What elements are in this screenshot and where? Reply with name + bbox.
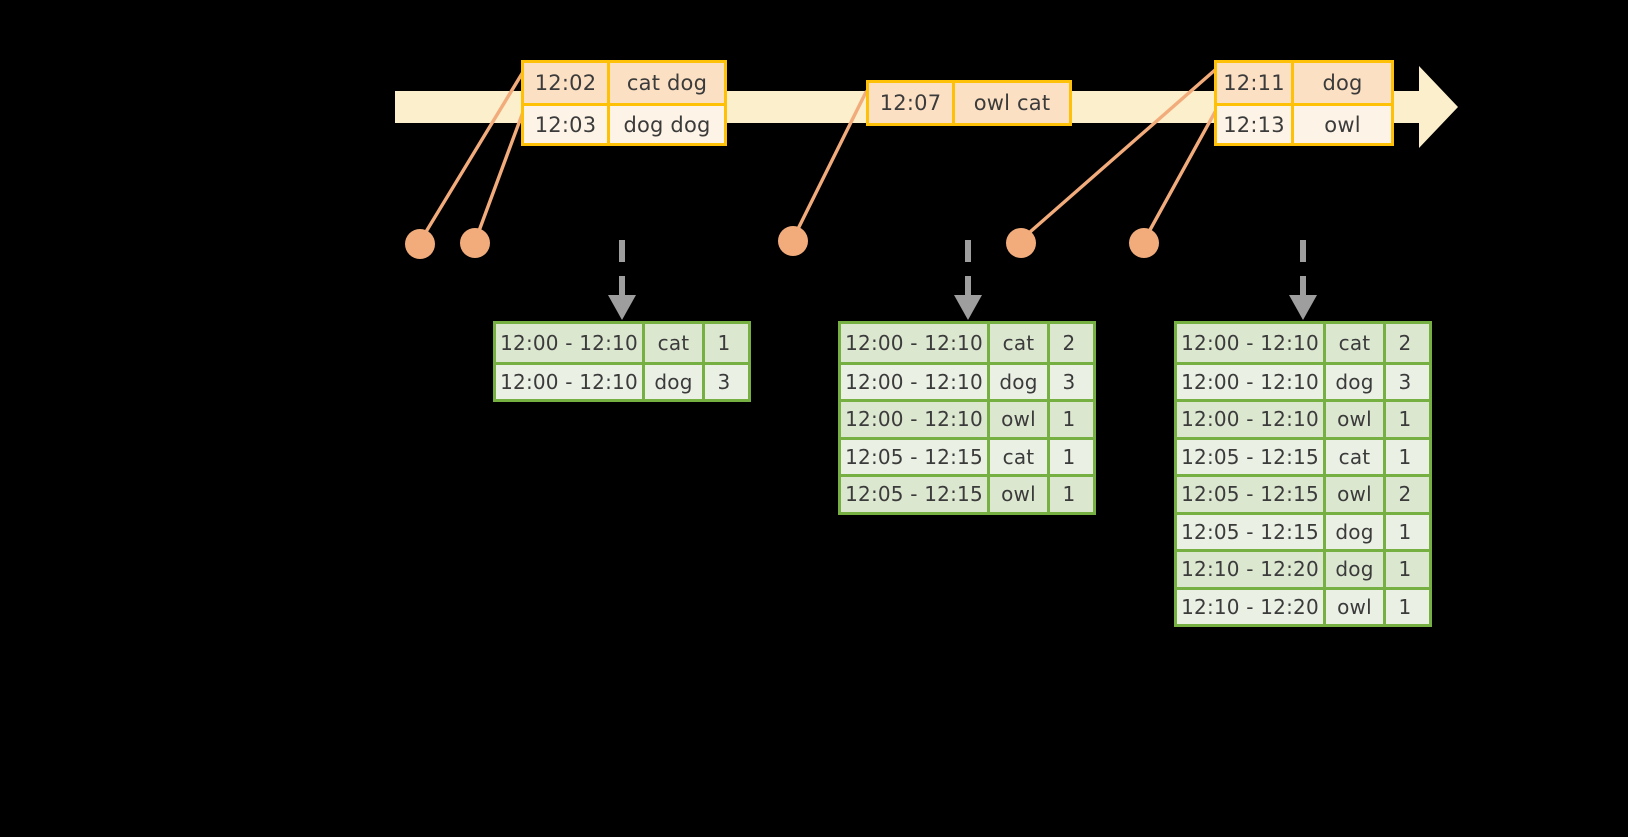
cell-word: dog: [1323, 364, 1383, 399]
table-row[interactable]: 12:00 - 12:10 dog 3: [841, 361, 1093, 399]
table-row[interactable]: 12:05 - 12:15 owl 1: [841, 474, 1093, 512]
cell-word: dog: [1323, 552, 1383, 587]
cell-count: 1: [1047, 477, 1088, 512]
result-table-3[interactable]: 12:00 - 12:10 cat 2 12:00 - 12:10 dog 3 …: [1174, 321, 1432, 627]
cell-count: 3: [1383, 364, 1424, 399]
cell-window: 12:00 - 12:10: [845, 407, 983, 432]
event-time: 12:11: [1217, 63, 1294, 103]
event-time: 12:03: [524, 106, 610, 143]
cell-window: 12:00 - 12:10: [1181, 330, 1319, 355]
cell-count: 1: [702, 324, 743, 362]
cell-word: cat: [642, 324, 702, 362]
cell-word: cat: [987, 439, 1047, 474]
event-marker-4: [1006, 228, 1036, 258]
table-row[interactable]: 12:00 - 12:10 owl 1: [1177, 399, 1429, 437]
event-row[interactable]: 12:03 dog dog: [524, 103, 724, 143]
cell-window: 12:05 - 12:15: [845, 482, 983, 507]
table-row[interactable]: 12:05 - 12:15 cat 1: [1177, 436, 1429, 474]
event-payload: owl: [1324, 112, 1361, 137]
cell-window: 12:00 - 12:10: [500, 330, 638, 355]
cell-window: 12:00 - 12:10: [845, 369, 983, 394]
table-row[interactable]: 12:00 - 12:10 dog 3: [496, 361, 748, 399]
cell-count: 1: [1383, 552, 1424, 587]
emit-arrows: [608, 240, 1317, 320]
cell-count: 1: [1047, 439, 1088, 474]
cell-window: 12:10 - 12:20: [1181, 594, 1319, 619]
cell-count: 1: [1047, 402, 1088, 437]
emit-arrow-3: [1289, 240, 1317, 320]
connector-line-5: [1143, 110, 1217, 241]
cell-count: 2: [1047, 324, 1088, 362]
cell-window: 12:05 - 12:15: [1181, 519, 1319, 544]
connector-line-2: [474, 110, 525, 241]
cell-word: owl: [1323, 402, 1383, 437]
cell-count: 2: [1383, 477, 1424, 512]
event-payload: owl cat: [973, 91, 1051, 115]
event-payload: dog: [1322, 71, 1363, 95]
table-row[interactable]: 12:10 - 12:20 dog 1: [1177, 549, 1429, 587]
connector-line-3: [792, 90, 868, 239]
cell-count: 1: [1383, 439, 1424, 474]
cell-word: owl: [1323, 477, 1383, 512]
cell-word: dog: [987, 364, 1047, 399]
cell-window: 12:00 - 12:10: [845, 330, 983, 355]
cell-count: 1: [1383, 514, 1424, 549]
event-row[interactable]: 12:13 owl: [1217, 103, 1391, 143]
table-row[interactable]: 12:05 - 12:15 cat 1: [841, 436, 1093, 474]
event-row[interactable]: 12:07 owl cat: [869, 83, 1069, 123]
cell-word: dog: [642, 364, 702, 399]
cell-word: cat: [987, 324, 1047, 362]
cell-word: owl: [987, 402, 1047, 437]
cell-window: 12:00 - 12:10: [500, 369, 638, 394]
cell-count: 1: [1383, 589, 1424, 624]
event-payload: dog dog: [623, 112, 711, 137]
event-box-2[interactable]: 12:07 owl cat: [866, 80, 1072, 126]
cell-word: dog: [1323, 514, 1383, 549]
event-box-3[interactable]: 12:11 dog 12:13 owl: [1214, 60, 1394, 146]
event-row[interactable]: 12:11 dog: [1217, 63, 1391, 103]
event-marker-3: [778, 226, 808, 256]
cell-word: owl: [987, 477, 1047, 512]
table-row[interactable]: 12:00 - 12:10 owl 1: [841, 399, 1093, 437]
emit-arrow-1: [608, 240, 636, 320]
emit-arrow-2: [954, 240, 982, 320]
event-box-1[interactable]: 12:02 cat dog 12:03 dog dog: [521, 60, 727, 146]
cell-window: 12:10 - 12:20: [1181, 557, 1319, 582]
event-time: 12:02: [524, 63, 610, 103]
event-time: 12:13: [1217, 106, 1294, 143]
connector-line-1: [419, 70, 525, 242]
table-row[interactable]: 12:05 - 12:15 owl 2: [1177, 474, 1429, 512]
cell-word: cat: [1323, 324, 1383, 362]
event-marker-1: [405, 229, 435, 259]
event-marker-2: [460, 228, 490, 258]
cell-window: 12:05 - 12:15: [1181, 482, 1319, 507]
result-table-2[interactable]: 12:00 - 12:10 cat 2 12:00 - 12:10 dog 3 …: [838, 321, 1096, 515]
cell-window: 12:05 - 12:15: [845, 444, 983, 469]
cell-count: 3: [1047, 364, 1088, 399]
cell-window: 12:00 - 12:10: [1181, 407, 1319, 432]
table-row[interactable]: 12:00 - 12:10 cat 2: [1177, 324, 1429, 362]
table-row[interactable]: 12:10 - 12:20 owl 1: [1177, 586, 1429, 624]
table-row[interactable]: 12:00 - 12:10 cat 2: [841, 324, 1093, 362]
cell-count: 1: [1383, 402, 1424, 437]
event-marker-5: [1129, 228, 1159, 258]
cell-count: 3: [702, 364, 743, 399]
table-row[interactable]: 12:05 - 12:15 dog 1: [1177, 511, 1429, 549]
event-row[interactable]: 12:02 cat dog: [524, 63, 724, 103]
table-row[interactable]: 12:00 - 12:10 dog 3: [1177, 361, 1429, 399]
event-payload: cat dog: [626, 71, 708, 95]
result-table-1[interactable]: 12:00 - 12:10 cat 1 12:00 - 12:10 dog 3: [493, 321, 751, 402]
cell-window: 12:05 - 12:15: [1181, 444, 1319, 469]
cell-word: owl: [1323, 589, 1383, 624]
event-markers: [405, 226, 1159, 259]
cell-word: cat: [1323, 439, 1383, 474]
cell-count: 2: [1383, 324, 1424, 362]
table-row[interactable]: 12:00 - 12:10 cat 1: [496, 324, 748, 362]
event-time: 12:07: [869, 83, 955, 123]
cell-window: 12:00 - 12:10: [1181, 369, 1319, 394]
